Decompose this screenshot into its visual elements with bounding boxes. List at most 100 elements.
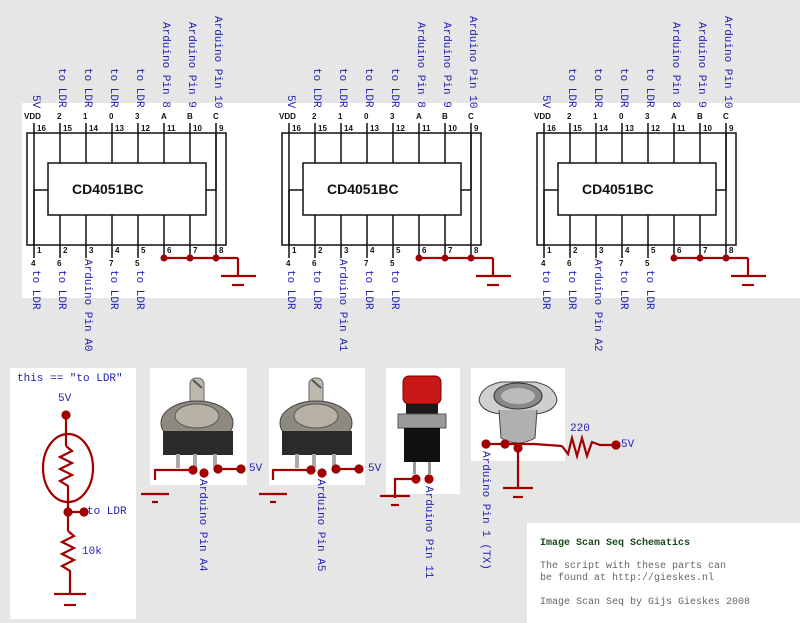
resistor-220-icon xyxy=(561,433,614,461)
pin-number: 12 xyxy=(396,124,405,133)
pin-number: 9 xyxy=(729,124,734,133)
pin-name: 1 xyxy=(83,112,88,121)
pin-number: 6 xyxy=(677,246,682,255)
pin-name: 4 xyxy=(31,259,36,268)
pin-name: VDD xyxy=(24,112,41,121)
credits-box: Image Scan Seq Schematics The script wit… xyxy=(527,523,800,623)
pin-name: 6 xyxy=(57,259,62,268)
pot1-wiper-label: Arduino Pin A4 xyxy=(196,479,208,572)
pin-name: C xyxy=(213,112,219,121)
ldr-supply-label: 5V xyxy=(58,393,72,405)
pin-number: 6 xyxy=(167,246,172,255)
pin-name: 0 xyxy=(364,112,369,121)
pin-name: 5 xyxy=(645,259,650,268)
chip-part-label: CD4051BC xyxy=(72,181,144,197)
pin-number: 1 xyxy=(37,246,42,255)
pin-number: 5 xyxy=(396,246,401,255)
pin-name: 0 xyxy=(619,112,624,121)
chip-body xyxy=(47,162,207,216)
ground-node xyxy=(696,254,704,262)
pot1-ground-wire xyxy=(153,468,193,480)
resistor-10k-icon xyxy=(59,530,77,593)
pin-name: A xyxy=(416,112,422,121)
pin-name: 7 xyxy=(364,259,369,268)
pin-name: B xyxy=(697,112,703,121)
chip-part-label: CD4051BC xyxy=(582,181,654,197)
pin-number: 5 xyxy=(141,246,146,255)
chip-outline xyxy=(536,132,737,246)
pot2-supply-label: 5V xyxy=(368,463,382,475)
button-ground-wire xyxy=(393,477,416,498)
push-button-photo xyxy=(386,368,460,494)
credits-title: Image Scan Seq Schematics xyxy=(540,538,691,549)
pin-number: 2 xyxy=(318,246,323,255)
pin-number: 4 xyxy=(370,246,375,255)
pin-number: 11 xyxy=(167,124,176,133)
pin-number: 14 xyxy=(599,124,608,133)
pin-name: 4 xyxy=(541,259,546,268)
pin-number: 1 xyxy=(547,246,552,255)
pin-number: 10 xyxy=(193,124,202,133)
ground-node xyxy=(670,254,678,262)
pin-number: 16 xyxy=(37,124,46,133)
pin-name: A xyxy=(671,112,677,121)
pin-name: 2 xyxy=(57,112,62,121)
pin-number: 2 xyxy=(63,246,68,255)
ground-node xyxy=(441,254,449,262)
pin-number: 6 xyxy=(422,246,427,255)
pin-name: VDD xyxy=(279,112,296,121)
ldr-circuit-panel: this == "to LDR" 5V to LDR 10k xyxy=(10,368,136,619)
button-signal-node xyxy=(424,474,434,484)
chip-body xyxy=(302,162,462,216)
pin-number: 15 xyxy=(573,124,582,133)
pot1-supply-label: 5V xyxy=(249,463,263,475)
ldr-photoresistor-icon xyxy=(57,445,75,508)
pin-number: 4 xyxy=(625,246,630,255)
pin-name: 6 xyxy=(312,259,317,268)
chip-part-label: CD4051BC xyxy=(327,181,399,197)
chip-body xyxy=(557,162,717,216)
potentiometer-icon xyxy=(279,377,353,468)
pin-name: 2 xyxy=(312,112,317,121)
pin-number: 7 xyxy=(193,246,198,255)
ground-node xyxy=(212,254,220,262)
ldr-output-node xyxy=(79,507,89,517)
ground-node xyxy=(160,254,168,262)
pin-number: 16 xyxy=(547,124,556,133)
ground-node xyxy=(186,254,194,262)
pin-number: 11 xyxy=(677,124,686,133)
pin-number: 3 xyxy=(599,246,604,255)
chip-schematic xyxy=(536,123,766,287)
pin-number: 15 xyxy=(318,124,327,133)
pin-name: 2 xyxy=(567,112,572,121)
pin-name: 3 xyxy=(645,112,650,121)
pin-name: VDD xyxy=(534,112,551,121)
pin-number: 14 xyxy=(89,124,98,133)
chip-schematic xyxy=(281,123,511,287)
chip-outline xyxy=(26,132,227,246)
pin-number: 15 xyxy=(63,124,72,133)
chip-outline xyxy=(281,132,482,246)
pin-number: 3 xyxy=(89,246,94,255)
ldr-circuit-title: this == "to LDR" xyxy=(17,373,123,385)
pin-number: 8 xyxy=(474,246,479,255)
potentiometer-2-photo xyxy=(269,368,365,485)
credits-line-1: The script with these parts can xyxy=(540,561,727,572)
pin-number: 13 xyxy=(370,124,379,133)
din-signal-label: Arduino Pin 1 (TX) xyxy=(479,451,491,570)
pin-number: 5 xyxy=(651,246,656,255)
pin-name: 1 xyxy=(338,112,343,121)
pin-number: 10 xyxy=(448,124,457,133)
pin-number: 13 xyxy=(625,124,634,133)
pin-name: 7 xyxy=(109,259,114,268)
push-button-icon xyxy=(397,375,447,474)
pin-number: 11 xyxy=(422,124,431,133)
pin-name: B xyxy=(442,112,448,121)
pin-number: 7 xyxy=(703,246,708,255)
pin-name: B xyxy=(187,112,193,121)
pin-name: 0 xyxy=(109,112,114,121)
ground-node xyxy=(722,254,730,262)
credits-line-3: Image Scan Seq by Gijs Gieskes 2008 xyxy=(540,597,751,608)
pin-name: C xyxy=(723,112,729,121)
